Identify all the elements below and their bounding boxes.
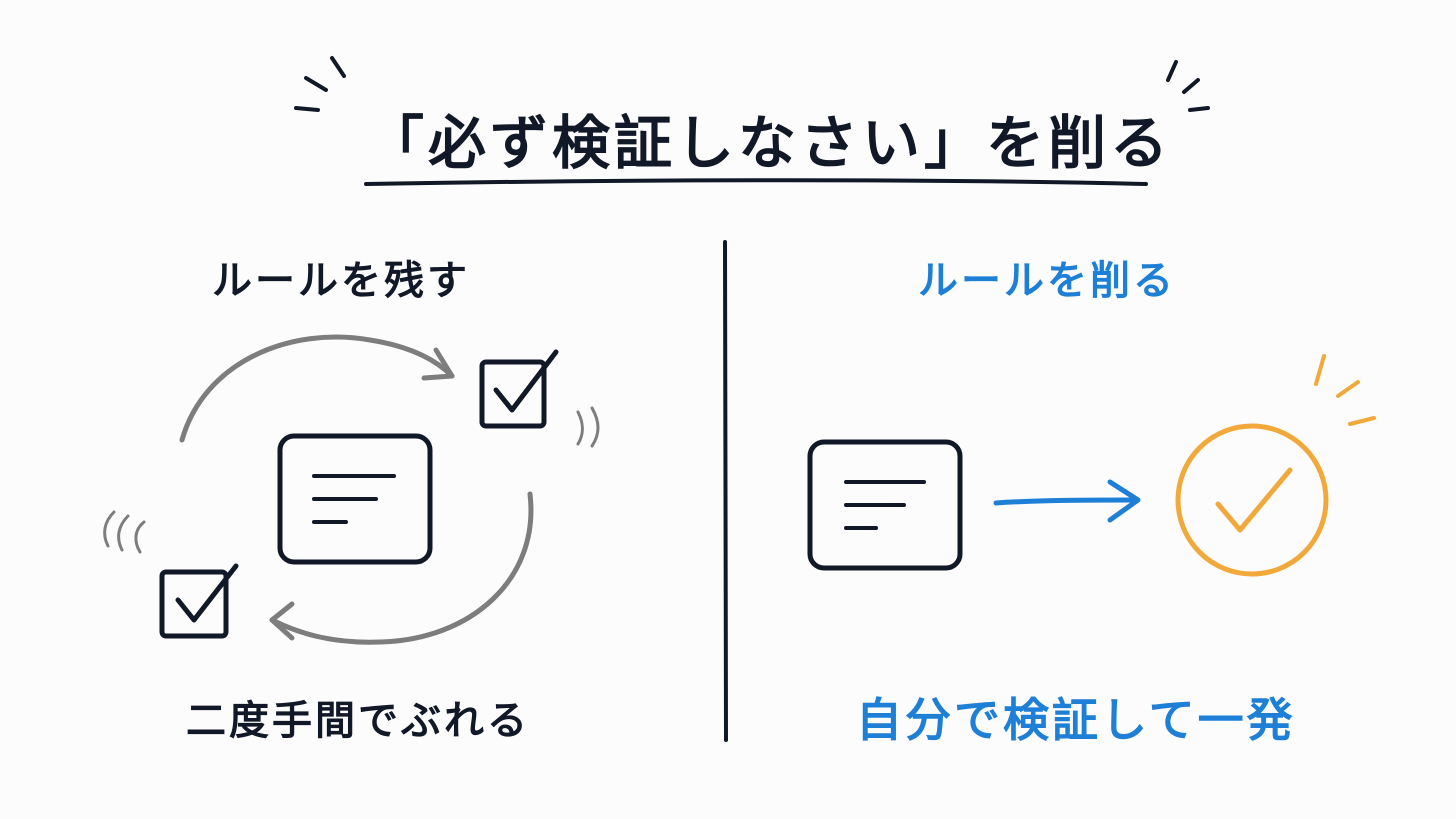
title-sparkle-right-icon xyxy=(1166,60,1210,112)
sparkle-icon xyxy=(1314,354,1376,426)
motion-lines-bottom-icon xyxy=(103,510,146,554)
checkbox-check-top-icon xyxy=(479,349,559,429)
left-document-icon xyxy=(277,433,433,565)
left-panel-heading: ルールを残す xyxy=(212,258,470,304)
title-sparkle-left-icon xyxy=(294,56,346,112)
cycle-arrow-top-icon xyxy=(179,334,455,443)
cycle-arrow-bottom-icon xyxy=(269,491,534,645)
circle-check-icon xyxy=(1175,423,1329,577)
right-arrow-icon xyxy=(993,479,1141,523)
page-title: 「必ず検証しなさい」を削る xyxy=(366,109,1173,177)
title-underline xyxy=(364,178,1148,186)
motion-lines-top-icon xyxy=(576,406,600,448)
center-divider xyxy=(723,240,728,742)
right-panel-caption: 自分で検証して一発 xyxy=(856,693,1296,747)
right-panel-heading: ルールを削る xyxy=(918,258,1176,304)
right-document-icon xyxy=(807,439,963,571)
checkbox-check-bottom-icon xyxy=(159,563,239,639)
left-panel-caption: 二度手間でぶれる xyxy=(186,698,530,744)
